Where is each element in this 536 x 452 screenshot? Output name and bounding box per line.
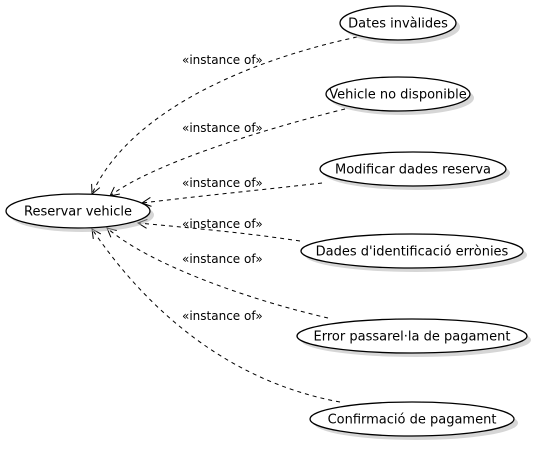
use-case-ellipse: [5, 193, 151, 229]
use-case-label: Reservar vehicle: [24, 205, 132, 220]
use-case-label: Error passarel·la de pagament: [314, 330, 511, 345]
use-case-target: Confirmació de pagament: [309, 401, 518, 440]
use-case-ellipse: [296, 318, 528, 354]
use-case-target: Modificar dades reserva: [319, 151, 510, 190]
use-case-label: Dates invàlides: [348, 17, 448, 32]
stereotype-label: «instance of»: [182, 252, 263, 266]
instance-of-edge: «instance of»: [106, 227, 329, 319]
use-case-label: Confirmació de pagament: [328, 413, 497, 428]
stereotype-label: «instance of»: [182, 217, 263, 231]
use-case-target: Vehicle no disponible: [325, 76, 474, 115]
use-case-label: Modificar dades reserva: [335, 163, 491, 178]
dashed-connector: [137, 222, 301, 242]
use-case-ellipse: [319, 151, 507, 187]
use-case-label: Vehicle no disponible: [329, 88, 467, 103]
stereotype-label: «instance of»: [182, 309, 263, 323]
use-case-ellipse: [300, 233, 524, 269]
use-case-source: Reservar vehicle: [5, 193, 154, 232]
dashed-connector: [109, 108, 346, 197]
use-case-target: Dates invàlides: [339, 5, 460, 44]
use-case-label: Dades d'identificació errònies: [316, 245, 509, 260]
use-case-target: Dades d'identificació errònies: [300, 233, 527, 272]
use-case-ellipse: [309, 401, 515, 437]
use-case-ellipse: [325, 76, 471, 112]
instance-of-edge: «instance of»: [91, 36, 358, 196]
dashed-connector: [106, 227, 329, 319]
instance-of-edge: «instance of»: [140, 176, 323, 207]
stereotype-label: «instance of»: [182, 121, 263, 135]
open-arrowhead-icon: [91, 183, 101, 196]
stereotype-label: «instance of»: [182, 176, 263, 190]
stereotype-label: «instance of»: [182, 53, 263, 67]
use-case-target: Error passarel·la de pagament: [296, 318, 531, 357]
use-case-ellipse: [339, 5, 457, 41]
dashed-connector: [91, 36, 358, 195]
instance-of-edge: «instance of»: [136, 217, 301, 242]
